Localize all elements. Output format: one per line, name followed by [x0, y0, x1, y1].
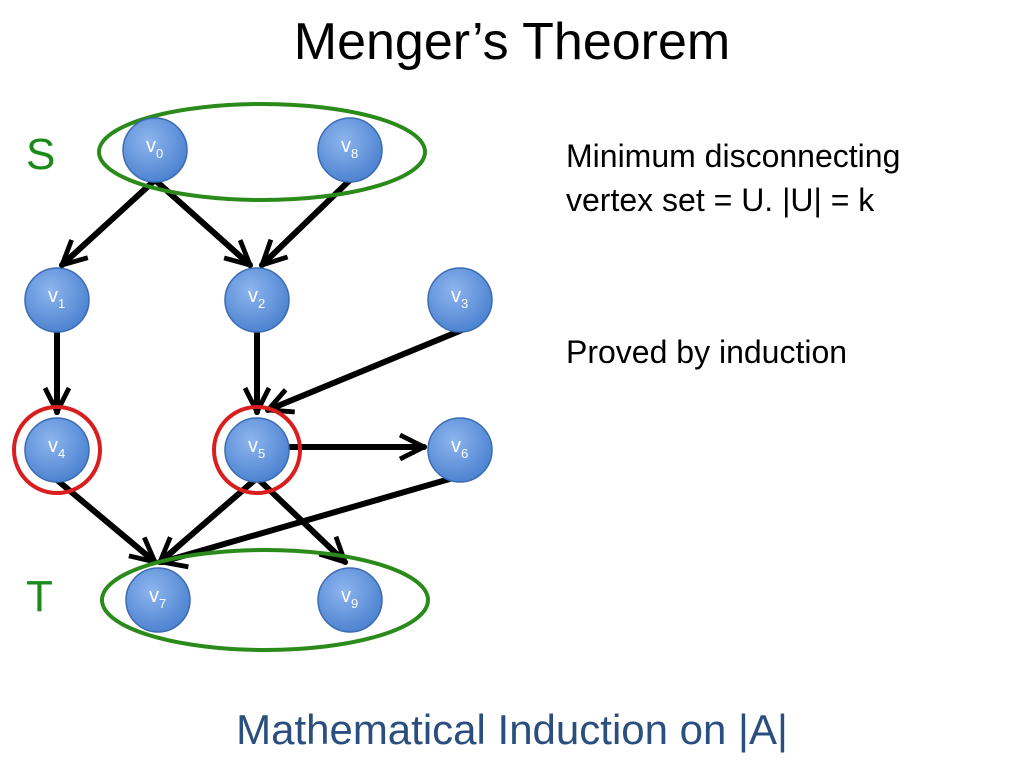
vertex-v6: v6	[427, 417, 493, 483]
edge-v0-to-v2	[152, 177, 250, 265]
vertex-circle-v5	[224, 417, 290, 483]
vertex-circle-v3	[427, 267, 493, 333]
source-set-ellipse	[97, 102, 427, 202]
vertex-v9: v9	[317, 567, 383, 633]
vertex-circle-v7	[125, 567, 191, 633]
vertex-v1: v1	[24, 267, 90, 333]
induction-note: Proved by induction	[566, 334, 848, 370]
vertex-label-v3: v3	[451, 285, 468, 311]
vertex-label-v1: v1	[48, 285, 65, 311]
cut-circle-v4	[12, 405, 102, 495]
note-line-1: Minimum disconnecting	[566, 138, 901, 174]
vertex-label-v2: v2	[248, 285, 265, 311]
vertex-circle-v0	[122, 117, 188, 183]
vertex-v0: v0	[122, 117, 188, 183]
vertex-v4: v4	[24, 417, 90, 483]
slide-title: Menger’s Theorem	[293, 13, 731, 71]
edge-v4-to-v7	[54, 477, 155, 562]
vertex-label-v6: v6	[451, 435, 468, 461]
edge-v0-to-v1	[62, 177, 158, 265]
vertex-label-v4: v4	[48, 435, 65, 461]
edge-v8-to-v2	[262, 177, 353, 265]
vertex-label-v8: v8	[341, 135, 358, 161]
vertex-circle-v8	[317, 117, 383, 183]
vertex-label-v5: v5	[248, 435, 265, 461]
note-line-2: vertex set = U. |U| = k	[566, 182, 875, 218]
footer-caption: Mathematical Induction on |A|	[236, 706, 788, 753]
cut-circle-v5	[212, 405, 302, 495]
vertex-label-v9: v9	[341, 585, 358, 611]
vertex-v8: v8	[317, 117, 383, 183]
vertex-circle-v4	[24, 417, 90, 483]
set-s-label: S	[26, 130, 56, 179]
vertex-v7: v7	[125, 567, 191, 633]
vertex-v5: v5	[224, 417, 290, 483]
vertex-label-v0: v0	[146, 135, 163, 161]
edge-v3-to-v5	[268, 327, 465, 410]
vertex-circle-v9	[317, 567, 383, 633]
vertex-circle-v6	[427, 417, 493, 483]
vertex-label-v7: v7	[149, 585, 166, 611]
target-set-ellipse	[100, 548, 430, 652]
vertex-v3: v3	[427, 267, 493, 333]
disconnecting-set-note: Minimum disconnecting vertex set = U. |U…	[566, 134, 900, 222]
vertex-v2: v2	[224, 267, 290, 333]
set-t-label: T	[26, 572, 53, 621]
vertex-circle-v1	[24, 267, 90, 333]
edge-v6-to-v7	[162, 473, 463, 562]
vertex-circle-v2	[224, 267, 290, 333]
